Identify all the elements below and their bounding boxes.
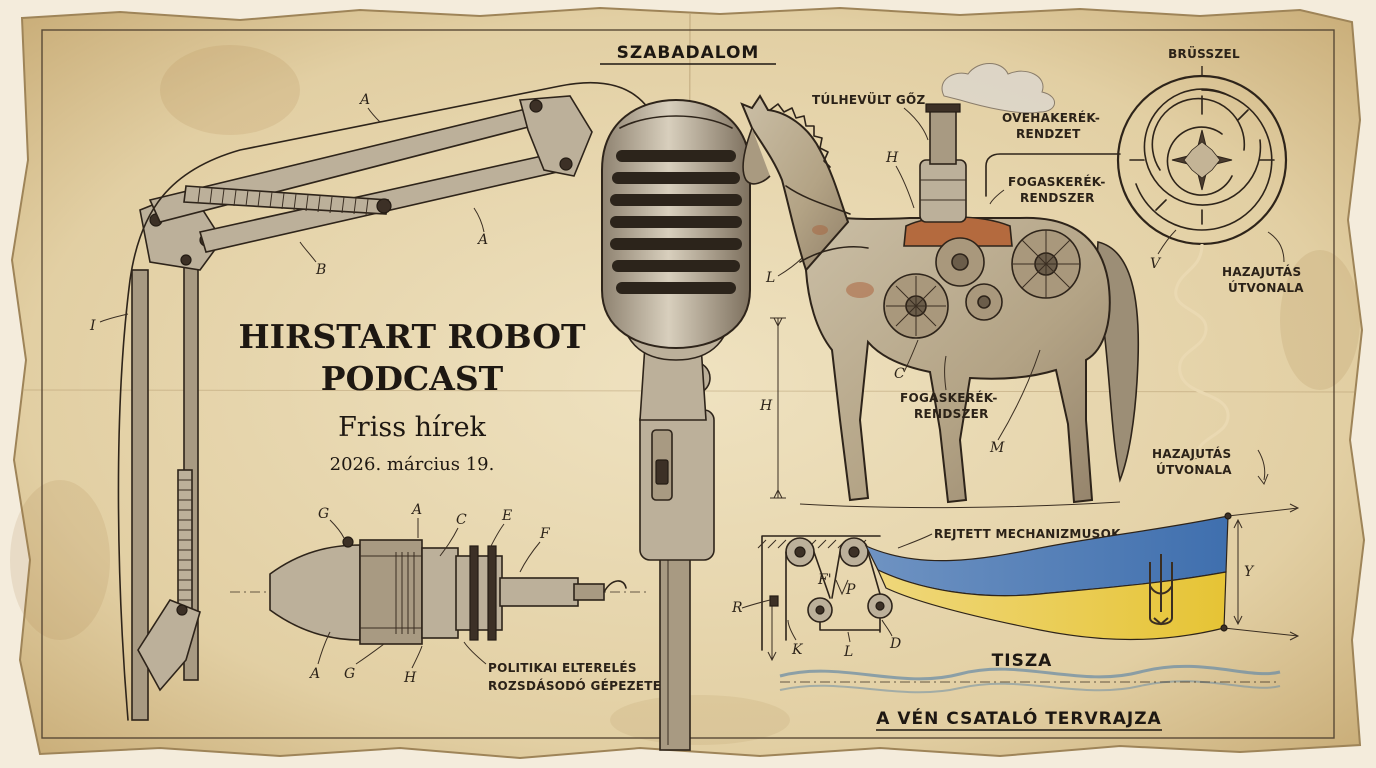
ukrainian-flag xyxy=(864,503,1300,641)
label-ovehakerek-2: RENDZET xyxy=(1016,127,1081,141)
label-politikai-2: ROZSDÁSODÓ GÉPEZETE xyxy=(488,678,661,693)
label-hazajutas-top-2: ÚTVONALA xyxy=(1228,280,1304,295)
label-hazajutas-bot-1: HAZAJUTÁS xyxy=(1152,446,1231,461)
label-fogaskerek-bot-1: FOGASKERÉK- xyxy=(900,390,998,405)
label-fogaskerek-top-1: FOGASKERÉK- xyxy=(1008,174,1106,189)
steam xyxy=(941,63,1055,114)
letter-r: R xyxy=(731,600,743,616)
letter-f-pipe: F xyxy=(539,526,551,542)
letter-a4: A xyxy=(308,666,320,682)
pulley-callouts: R F' P K L D REJTETT MECHANIZMUSOK xyxy=(731,527,1121,660)
letter-g1: G xyxy=(318,506,329,522)
letter-c-pipe: C xyxy=(456,512,467,528)
subtitle: Friss hírek xyxy=(338,412,486,443)
letter-g2: G xyxy=(344,666,355,682)
brussels-maze: BRÜSSZEL xyxy=(1116,46,1288,486)
label-ven-csatalo: A VÉN CSATALÓ TERVRAJZA xyxy=(876,707,1161,729)
letter-e-pipe: E xyxy=(501,508,512,524)
stain xyxy=(1280,250,1360,390)
letter-a2: A xyxy=(476,232,488,248)
pipe-callouts: G A C E F A G H POLITIKAI ELTERELÉS ROZS… xyxy=(308,502,661,693)
boom-arm xyxy=(117,81,649,721)
label-ovehakerek-1: OVEHAKERÉK- xyxy=(1002,110,1100,125)
horse-callouts: TÚLHEVÜLT GŐZ H L H C M OVEHAKERÉK- REND… xyxy=(759,92,1106,456)
river-tisza: TISZA xyxy=(779,651,1281,694)
label-brusszel: BRÜSSZEL xyxy=(1168,46,1240,61)
stain xyxy=(610,695,790,745)
letter-l-horse: L xyxy=(765,270,775,286)
trident-emblem xyxy=(1149,554,1173,626)
date: 2026. március 19. xyxy=(330,454,495,475)
letter-k: K xyxy=(791,642,804,658)
title-line2: PODCAST xyxy=(321,359,504,398)
letter-b: B xyxy=(315,262,326,278)
letter-c-horse: C xyxy=(894,366,905,382)
title-line1: HIRSTART ROBOT xyxy=(238,317,586,356)
letter-p: P xyxy=(845,582,856,598)
label-rejtett: REJTETT MECHANIZMUSOK xyxy=(934,527,1121,541)
arm-spring xyxy=(183,185,392,216)
vintage-microphone xyxy=(601,98,751,751)
letter-h-dim: H xyxy=(759,398,773,414)
label-tulhevult-goz: TÚLHEVÜLT GŐZ xyxy=(812,92,926,107)
stain xyxy=(10,480,110,640)
letter-f-pulley: F' xyxy=(817,572,832,588)
label-hazajutas-bot-2: ÚTVONALA xyxy=(1156,462,1232,477)
steampunk-horse xyxy=(740,63,1140,509)
label-hazajutas-top-1: HAZAJUTÁS xyxy=(1222,264,1301,279)
letter-a1: A xyxy=(358,92,370,108)
letter-l-pulley: L xyxy=(843,644,853,660)
post-spring xyxy=(177,469,193,611)
letter-i: I xyxy=(89,318,96,334)
mic-grille xyxy=(610,150,742,294)
label-szabadalom: SZABADALOM xyxy=(617,43,760,63)
label-politikai-1: POLITIKAI ELTERELÉS xyxy=(488,660,637,675)
letter-h-pipe: H xyxy=(403,670,417,686)
letter-d: D xyxy=(889,636,901,652)
letter-y: Y xyxy=(1244,564,1255,580)
maze-callouts: V HAZAJUTÁS ÚTVONALA HAZAJUTÁS ÚTVONALA xyxy=(1150,229,1304,477)
letter-m-horse: M xyxy=(989,440,1005,456)
arm-callouts: A A B I xyxy=(89,92,488,334)
stain xyxy=(160,45,300,135)
title-block: HIRSTART ROBOT PODCAST Friss hírek 2026.… xyxy=(238,317,586,475)
label-fogaskerek-bot-2: RENDSZER xyxy=(914,407,989,421)
letter-v-maze: V xyxy=(1150,256,1162,272)
pulley-system xyxy=(757,535,893,662)
letter-h-horse: H xyxy=(885,150,899,166)
letter-a3: A xyxy=(410,502,422,518)
label-tisza: TISZA xyxy=(992,651,1053,671)
label-fogaskerek-top-2: RENDSZER xyxy=(1020,191,1095,205)
pipe-mechanism xyxy=(230,536,650,645)
